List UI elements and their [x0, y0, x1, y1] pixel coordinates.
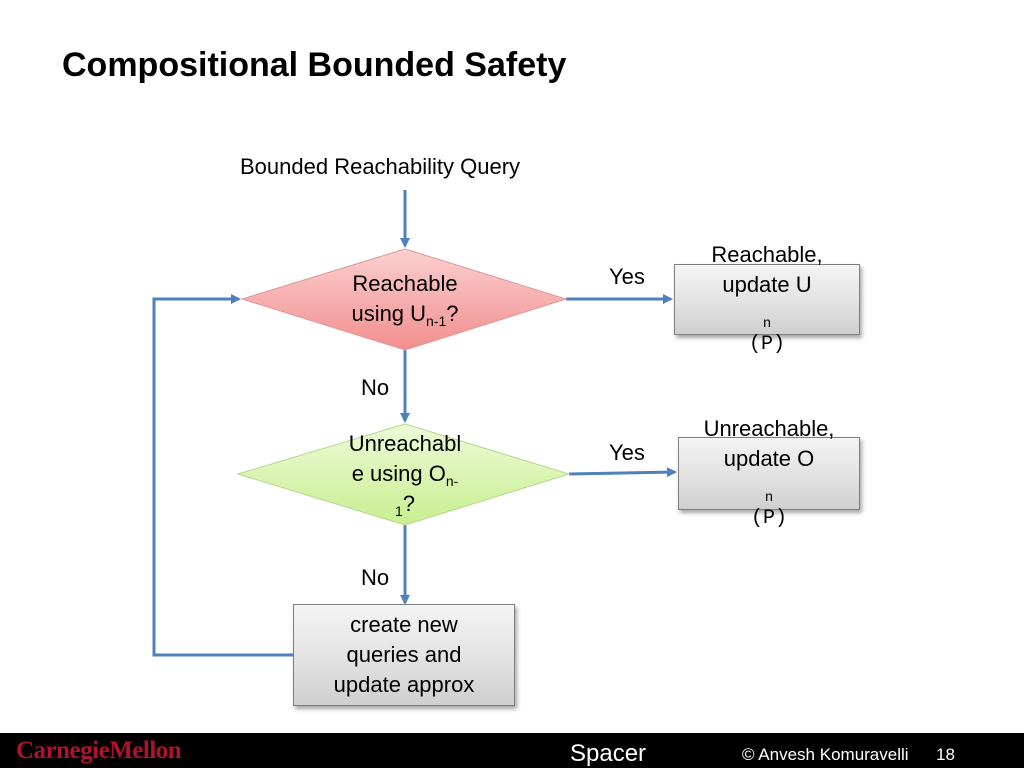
carnegie-mellon-logo: CarnegieMellon [16, 737, 182, 764]
slide-title: Compositional Bounded Safety [62, 46, 567, 84]
decision1-label: Reachable using Un-1? [351, 271, 459, 329]
footer-bar [0, 733, 1024, 768]
footer-author: © Anvesh Komuravelli [742, 745, 909, 764]
decision2-shape [236, 423, 571, 526]
page-number: 18 [936, 745, 955, 764]
process-box: create new queries and update approx [293, 604, 515, 706]
start-label: Bounded Reachability Query [240, 154, 521, 179]
edge-label-yes-2: Yes [609, 440, 645, 465]
edge-label-no-2: No [361, 565, 390, 590]
arrow-decision2-to-result2 [568, 467, 677, 478]
decision1-shape [240, 248, 568, 351]
edge-label-no-1: No [361, 375, 390, 400]
decision2-label: Unreachabl e using On- 1? [348, 431, 462, 519]
footer-title: Spacer [570, 740, 647, 767]
edge-label-yes-1: Yes [609, 264, 645, 289]
arrow-loop-back [152, 294, 293, 657]
